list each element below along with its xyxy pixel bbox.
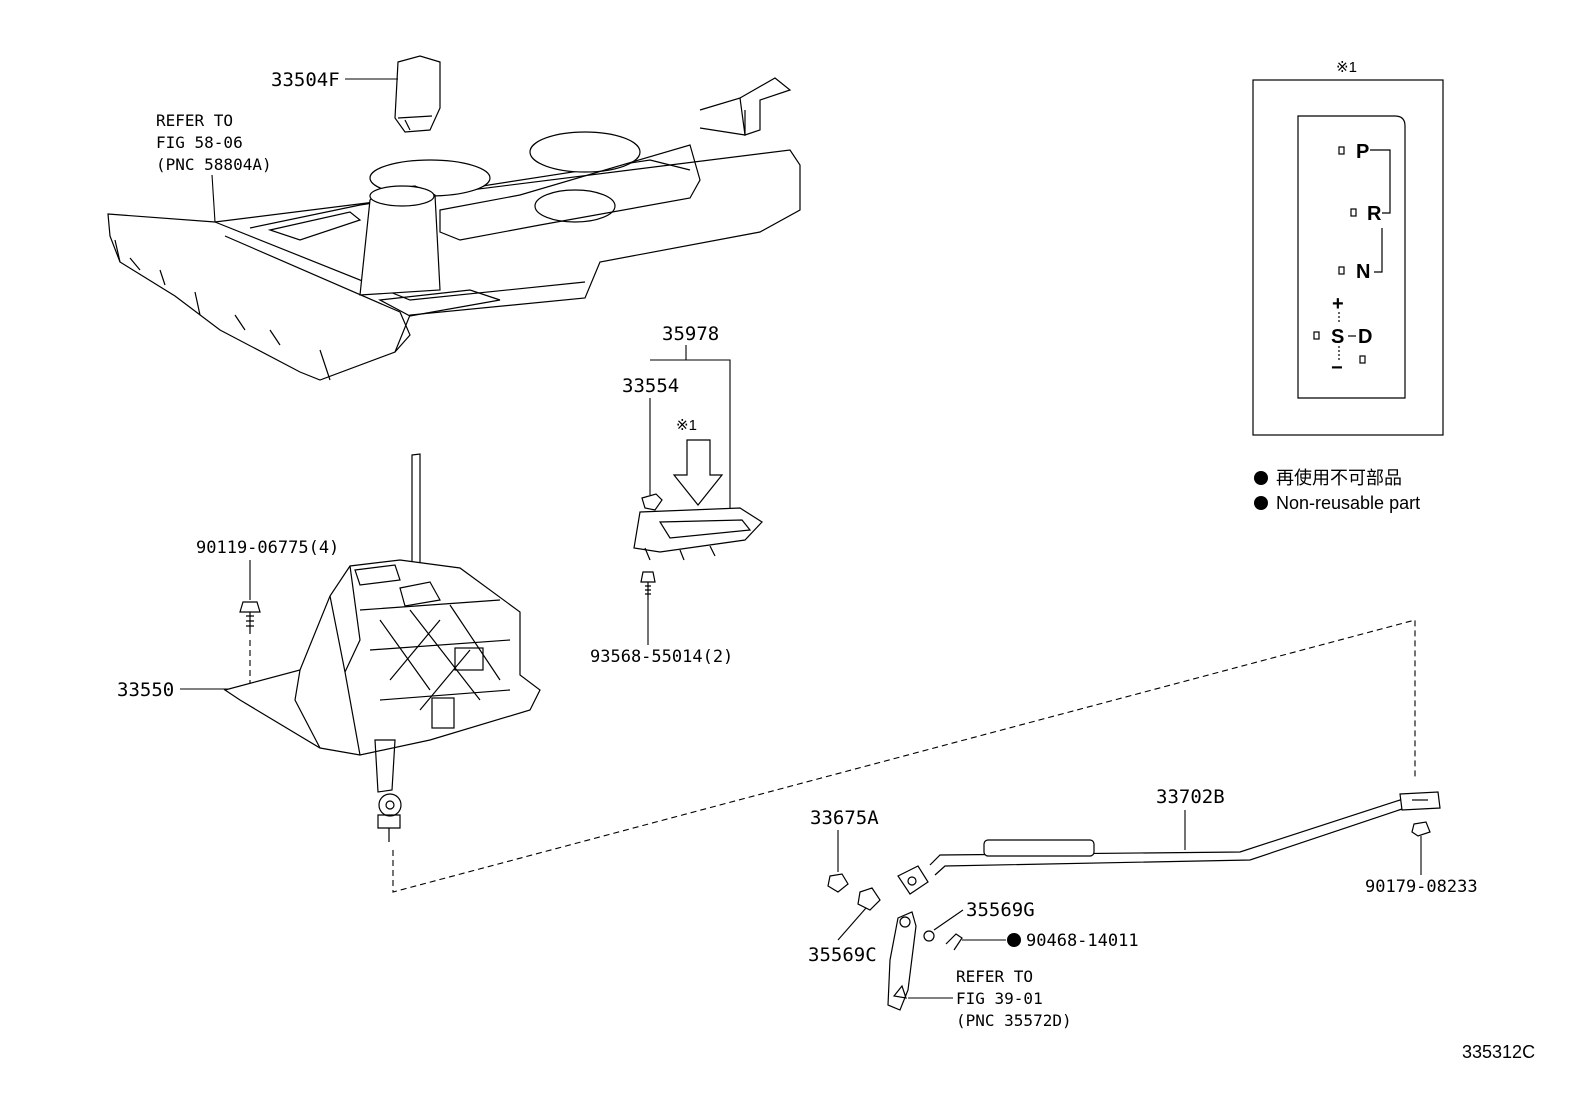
console-panel-illustration [107, 77, 801, 381]
label-33675A: 33675A [810, 807, 879, 829]
gate-r: R [1367, 203, 1382, 225]
label-33554: 33554 [622, 375, 679, 397]
nut-90179-illustration [1411, 821, 1431, 837]
down-arrow-icon [672, 439, 724, 506]
legend-jp: 再使用不可部品 [1276, 468, 1402, 488]
diagram-id: 335312C [1462, 1042, 1535, 1062]
label-35569G: 35569G [966, 899, 1035, 921]
shift-knob-illustration [394, 55, 441, 133]
legend-dot-icon-en [1254, 496, 1268, 510]
bolt-90119-illustration [239, 601, 261, 634]
label-33550: 33550 [117, 679, 174, 701]
label-90119: 90119-06775(4) [196, 538, 339, 558]
washer-35569G-illustration [923, 930, 935, 942]
gate-p: P [1356, 141, 1369, 163]
label-33702B: 33702B [1156, 786, 1225, 808]
gate-plus: + [1332, 293, 1344, 315]
refer-bottom-line1: REFER TO [956, 967, 1033, 986]
bushing-35569C-illustration [857, 887, 881, 911]
gate-minus: − [1331, 357, 1343, 379]
label-93568: 93568-55014(2) [590, 647, 733, 667]
refer-top-line1: REFER TO [156, 111, 233, 130]
note-mark-arrow: ※1 [676, 417, 697, 434]
gate-markers [1313, 146, 1391, 364]
gate-inset-frame [1252, 79, 1444, 436]
non-reusable-dot-icon [1007, 933, 1021, 947]
label-33504F: 33504F [271, 69, 340, 91]
label-90179: 90179-08233 [1365, 877, 1478, 897]
refer-bottom-line3: (PNC 35572D) [956, 1011, 1072, 1030]
gate-s: S [1331, 326, 1344, 348]
label-35569C: 35569C [808, 944, 877, 966]
lever-plate-illustration [887, 911, 917, 1011]
legend-en: Non-reusable part [1276, 493, 1420, 513]
shift-lever-assembly-illustration [223, 453, 541, 842]
gate-n: N [1356, 261, 1370, 283]
indicator-housing-illustration [633, 493, 763, 561]
refer-top-line2: FIG 58-06 [156, 133, 243, 152]
shift-cable-illustration [897, 791, 1441, 895]
screw-93568-illustration [640, 571, 656, 600]
gate-d: D [1358, 326, 1372, 348]
note-mark-inset: ※1 [1336, 59, 1357, 76]
gate-plate [1297, 115, 1406, 399]
refer-bottom-line2: FIG 39-01 [956, 989, 1043, 1008]
label-90468: 90468-14011 [1026, 931, 1139, 951]
clip-33675A-illustration [827, 873, 849, 893]
legend-dot-icon-jp [1254, 471, 1268, 485]
clip-90468-illustration [945, 933, 963, 951]
refer-top-line3: (PNC 58804A) [156, 155, 272, 174]
label-35978: 35978 [662, 323, 719, 345]
